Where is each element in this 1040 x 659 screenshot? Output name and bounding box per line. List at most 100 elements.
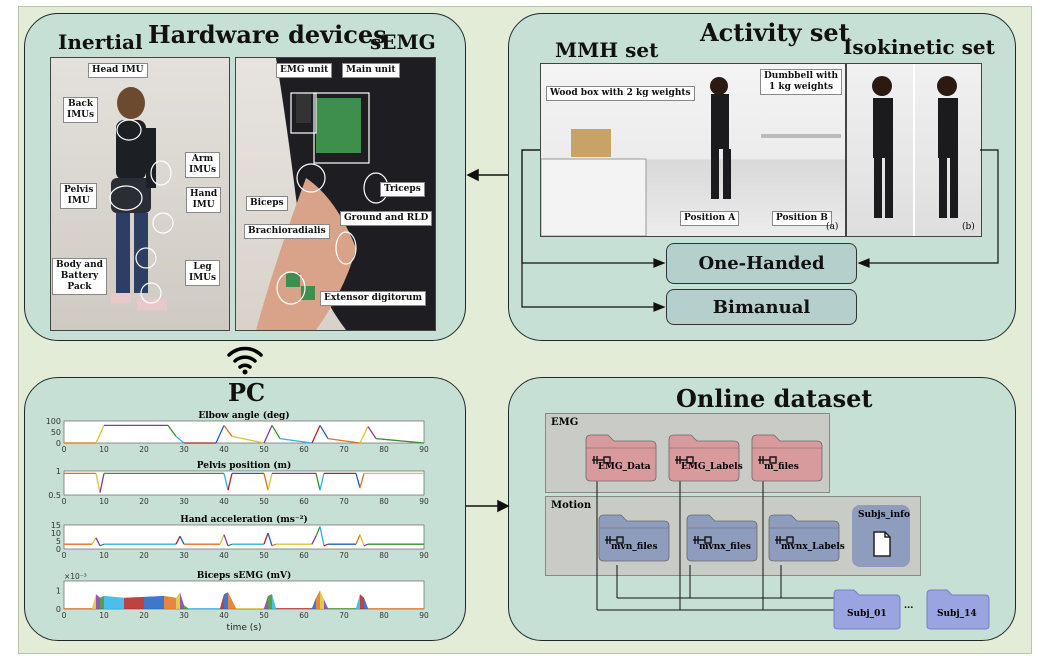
chart-3-segment-18: [272, 594, 276, 609]
chart-0-segment-15: [359, 426, 369, 444]
chart-0-title: Elbow angle (deg): [198, 410, 289, 421]
chart-0-segment-1: [95, 425, 105, 444]
chart-0-ytick-1: 50: [51, 428, 61, 437]
chart-3-segment-0: [64, 608, 92, 609]
chart-3-segment-9: [180, 592, 184, 609]
chart-0-xtick-4: 40: [219, 445, 229, 454]
chart-0-ytick-0: 0: [56, 439, 61, 448]
label-hand-imu: Hand IMU: [186, 187, 222, 213]
label-pelvis-imu: Pelvis IMU: [60, 183, 98, 209]
chart-2-segment-21: [355, 534, 361, 545]
label-dumbbell: Dumbbell with 1 kg weights: [760, 69, 843, 95]
label-b: (b): [962, 222, 975, 232]
chart-1-segment-4: [223, 473, 229, 491]
chart-1-xtick-0: 0: [62, 497, 67, 506]
chart-0-segment-16: [367, 426, 377, 439]
motion-1-label: mvnx_files: [699, 542, 751, 552]
chart-3-title: Biceps sEMG (mV): [197, 570, 291, 581]
chart-0-segment-17: [375, 437, 425, 444]
chart-3-segment-15: [236, 608, 264, 609]
chart-0-xtick-3: 30: [179, 445, 189, 454]
chart-2-segment-10: [227, 543, 233, 547]
folder-icon: [768, 514, 840, 562]
chart-2-xtick-7: 70: [339, 551, 349, 560]
chart-2-segment-23: [363, 543, 369, 547]
chart-1-xtick-4: 40: [219, 497, 229, 506]
chart-3-ytick-0: 0: [56, 605, 61, 614]
chart-0-xtick-7: 70: [339, 445, 349, 454]
chart-3-xtick-0: 0: [62, 611, 67, 620]
chart-0-segment-8: [231, 435, 265, 444]
chart-1-segment-11: [319, 473, 325, 491]
chart-3-xlabel: time (s): [227, 623, 262, 633]
chart-3-segment-24: [328, 608, 356, 609]
chart-0-xtick-6: 60: [299, 445, 309, 454]
chart-3-segment-17: [268, 594, 272, 609]
chart-2-xtick-0: 0: [62, 551, 67, 560]
folder-icon: [668, 434, 740, 482]
chart-1-xtick-8: 80: [379, 497, 389, 506]
chart-2-segment-2: [95, 537, 101, 547]
chart-1-segment-1: [95, 473, 101, 493]
chart-2-title: Hand acceleration (ms⁻²): [180, 514, 308, 525]
subjs-info-card: [852, 505, 910, 567]
motion-2-label: mvnx_Labels: [781, 542, 845, 552]
subj-ellipsis: ...: [904, 601, 914, 611]
chart-1-segment-7: [263, 473, 269, 491]
chart-2-ytick-3: 15: [51, 521, 61, 530]
chart-0-segment-12: [311, 425, 321, 444]
chart-0-segment-3: [167, 425, 177, 437]
chart-0-segment-13: [319, 425, 329, 439]
label-position-a: Position A: [680, 211, 740, 226]
chart-1-segment-14: [359, 473, 365, 488]
emg-0-folder: EMG_Data: [584, 432, 658, 482]
chart-2-segment-5: [175, 535, 181, 545]
motion-0-label: mvn_files: [611, 542, 658, 552]
chart-3-segment-16: [264, 595, 268, 609]
chart-2-ytick-0: 0: [56, 545, 61, 554]
chart-3-segment-25: [356, 594, 360, 609]
chart-3-segment-10: [184, 605, 188, 609]
label-position-b: Position B: [772, 211, 832, 226]
chart-2-segment-3: [99, 543, 105, 547]
chart-0-frame: [63, 420, 425, 444]
chart-2-segment-14: [271, 543, 277, 547]
chart-3-exponent: ×10⁻³: [64, 572, 87, 581]
folder-icon: [751, 434, 823, 482]
semg-title: sEMG: [370, 30, 436, 54]
chart-3-segment-28: [368, 608, 424, 609]
subj-14-label: Subj_14: [937, 609, 977, 619]
label-biceps: Biceps: [246, 196, 288, 211]
pc-title: PC: [228, 378, 266, 407]
folder-icon: [585, 434, 657, 482]
label-emg-unit: EMG unit: [276, 63, 333, 78]
chart-0-ytick-2: 100: [46, 417, 61, 426]
chart-2-segment-8: [219, 534, 225, 545]
chart-1-segment-10: [315, 473, 321, 491]
chart-3-segment-3: [100, 595, 104, 609]
label-ground-rld: Ground and RLD: [340, 211, 433, 226]
chart-2-xtick-2: 20: [139, 551, 149, 560]
chart-3-segment-14: [228, 592, 236, 609]
subj-01-label: Subj_01: [847, 609, 887, 619]
chart-0-segment-6: [215, 425, 225, 444]
chart-1-ytick-0: 0.5: [48, 491, 61, 500]
chart-0-xtick-0: 0: [62, 445, 67, 454]
chart-3-segment-4: [104, 595, 124, 609]
chart-1-xtick-2: 20: [139, 497, 149, 506]
chart-1-ytick-1: 1: [56, 467, 61, 476]
chart-3-xtick-7: 70: [339, 611, 349, 620]
chart-2-ytick-1: 5: [56, 537, 61, 546]
hardware-title: Hardware devices: [148, 20, 387, 49]
chart-3-segment-12: [220, 594, 224, 609]
chart-1-xtick-6: 60: [299, 497, 309, 506]
isokinetic-scene-illustration: [872, 64, 958, 236]
label-head-imu: Head IMU: [88, 63, 148, 78]
chart-2-xtick-9: 90: [419, 551, 429, 560]
isokinetic-photo: [846, 63, 982, 237]
chart-1-segment-2: [99, 473, 105, 493]
chart-3-segment-1: [92, 594, 96, 609]
chart-1-xtick-3: 30: [179, 497, 189, 506]
